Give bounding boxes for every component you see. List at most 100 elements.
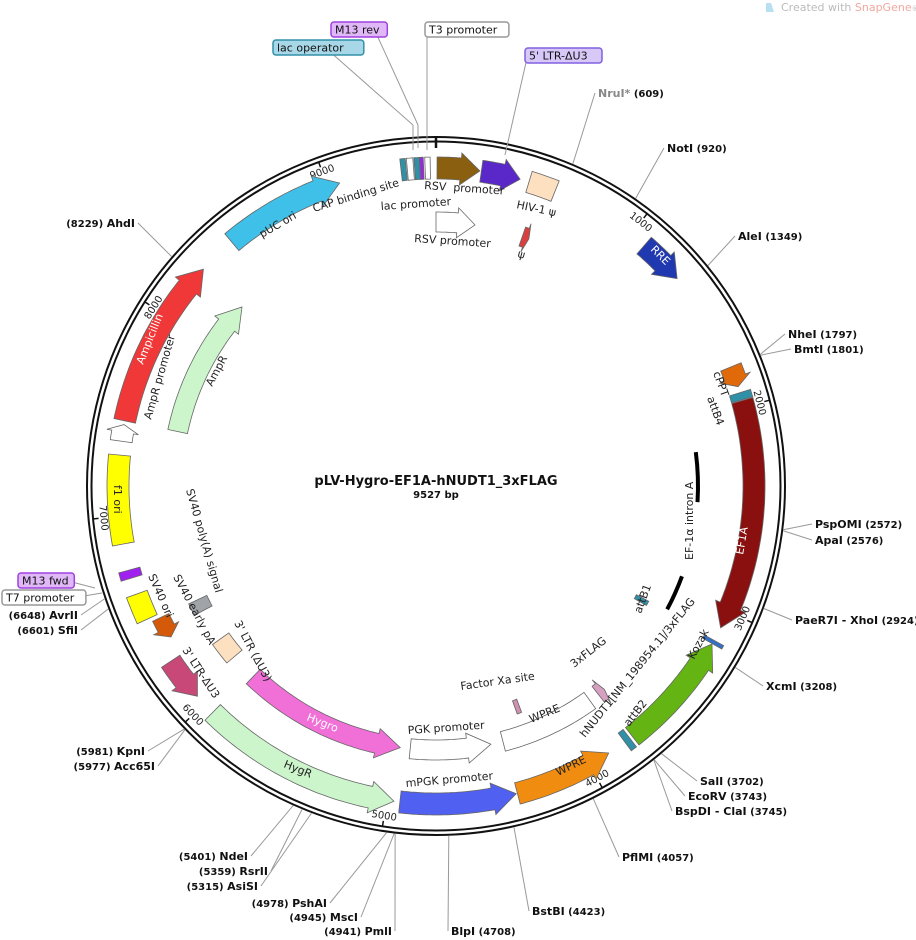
feature-ampicillin[interactable] — [113, 268, 204, 424]
site-asisi[interactable]: (5315) AsiSI — [187, 880, 258, 893]
plasmid-length: 9527 bp — [413, 490, 459, 501]
feature-m13-fwd-feat[interactable] — [118, 566, 143, 582]
site-sali[interactable]: SalI (3702) — [700, 775, 764, 788]
box-5-ltr-u3[interactable] — [524, 47, 603, 64]
site-apai[interactable]: ApaI (2576) — [815, 534, 883, 547]
feature-rre[interactable] — [636, 236, 678, 280]
site-noti[interactable]: NotI (920) — [667, 142, 727, 155]
feature-lac-promoter[interactable] — [405, 157, 415, 181]
enzyme-position: (8229) — [66, 219, 103, 230]
feature-pgk-promoter[interactable] — [408, 732, 492, 764]
site-leader-line — [592, 798, 620, 858]
feature-hiv1-psi[interactable] — [525, 170, 560, 202]
site-avrii[interactable]: (6648) AvrII — [9, 609, 78, 622]
site-rsrii[interactable]: (5359) RsrII — [199, 865, 268, 878]
feature-ef1a[interactable] — [715, 397, 766, 629]
feature-t3-feat[interactable] — [424, 156, 431, 180]
feature-rsv-promoter-outer[interactable] — [436, 152, 481, 186]
site-xcmi[interactable]: XcmI (3208) — [766, 680, 837, 693]
site-bstbi[interactable]: BstBI (4423) — [532, 905, 605, 918]
site-pspomi[interactable]: PspOMI (2572) — [815, 518, 902, 531]
site-pmli[interactable]: (4941) PmlI — [324, 925, 392, 938]
feature-cap-site[interactable] — [399, 157, 408, 182]
site-ndei[interactable]: (5401) NdeI — [179, 850, 248, 863]
feature-wpre-inner[interactable] — [499, 691, 597, 752]
enzyme-name: NdeI — [219, 850, 248, 863]
label-pgk-promoter[interactable]: PGK promoter — [407, 719, 485, 737]
feature-flag3[interactable] — [591, 679, 612, 704]
enzyme-position: (1801) — [827, 345, 864, 356]
label-3xflag[interactable]: 3xFLAG — [568, 634, 609, 670]
box-m13-fwd[interactable] — [17, 572, 76, 589]
site-leader-line — [137, 222, 173, 257]
box-t3-promoter[interactable] — [424, 21, 510, 38]
box-t7-promoter[interactable] — [1, 589, 87, 606]
box-m13-rev[interactable] — [330, 21, 389, 38]
enzyme-position: (1797) — [820, 330, 857, 341]
site-alei[interactable]: AleI (1349) — [738, 230, 802, 243]
site-acc65i[interactable]: (5977) Acc65I — [74, 760, 155, 773]
site-bspdi-clai[interactable]: BspDI - ClaI (3745) — [675, 805, 787, 818]
feature-lac-operator[interactable] — [413, 156, 421, 181]
site-ahdi[interactable]: (8229) AhdI — [66, 217, 135, 230]
feature-m13-rev-feat[interactable] — [419, 156, 425, 180]
site-paer7i-xhoi[interactable]: PaeR7I - XhoI (2924) — [795, 614, 916, 627]
enzyme-name: PmlI — [365, 925, 392, 938]
feature-ef1a-intron[interactable] — [693, 451, 700, 503]
feature-rsv-promoter-inner[interactable] — [435, 206, 476, 239]
site-pflmi[interactable]: PflMI (4057) — [622, 851, 694, 864]
label-lac-promoter[interactable]: lac promoter — [380, 195, 452, 213]
feature-attb2[interactable] — [617, 728, 638, 752]
label-attb1[interactable]: attB1 — [632, 582, 654, 615]
tick-mark — [746, 619, 753, 624]
label-factor-xa[interactable]: Factor Xa site — [460, 670, 536, 693]
feature-puc-ori[interactable] — [224, 175, 341, 252]
feature-hygr[interactable] — [204, 704, 395, 814]
feature-hygro[interactable] — [245, 668, 401, 759]
label-f1-ori[interactable]: f1 ori — [111, 485, 124, 514]
label-attb4[interactable]: attB4 — [704, 395, 726, 428]
site-kpni[interactable]: (5981) KpnI — [76, 745, 145, 758]
feature-cppt[interactable] — [718, 362, 752, 388]
label-rsv-promoter[interactable]: RSV promoter — [424, 179, 505, 198]
label-ef1a[interactable]: EF1A — [733, 525, 751, 555]
feature-attb4[interactable] — [729, 388, 754, 404]
site-leader-line — [760, 348, 792, 356]
site-msci[interactable]: (4945) MscI — [289, 911, 358, 924]
feature-ltr3-du3[interactable] — [160, 654, 198, 697]
feature-mpgk-promoter[interactable] — [398, 782, 517, 816]
feature-ltr5-du3[interactable] — [479, 158, 521, 192]
tick-mark — [764, 399, 770, 403]
site-sfii[interactable]: (6601) SfiI — [17, 624, 78, 637]
feature-factor-xa[interactable] — [511, 698, 523, 715]
box-label: 5' LTR-ΔU3 — [529, 50, 588, 63]
feature-wpre[interactable] — [514, 750, 610, 805]
feature-sv40-polya[interactable] — [188, 594, 213, 616]
feature-ampr-promoter[interactable] — [106, 424, 139, 444]
site-nhei[interactable]: NheI (1797) — [788, 328, 857, 341]
feature-ef1a-intron[interactable] — [665, 575, 684, 611]
label-sv40-polya[interactable]: SV40 poly(A) signal — [183, 487, 225, 594]
feature-attb1[interactable] — [633, 594, 650, 607]
feature-ampr[interactable] — [167, 306, 243, 435]
box-lac-operator[interactable] — [272, 39, 365, 56]
site-leader-line — [653, 759, 686, 797]
feature-hnudt1[interactable] — [624, 643, 714, 746]
features-layer — [106, 152, 766, 816]
feature-ltr3-du3-inner[interactable] — [211, 632, 243, 664]
label-mpgk-promoter[interactable]: mPGK promoter — [405, 769, 494, 790]
site-pshai[interactable]: (4978) PshAI — [252, 897, 327, 910]
feature-kozak[interactable] — [702, 634, 725, 650]
label-psi[interactable]: ψ — [516, 247, 526, 261]
feature-psi[interactable] — [518, 223, 532, 253]
label-ef1a-intron[interactable]: EF-1α intron A — [683, 481, 696, 560]
site-ecorv[interactable]: EcoRV (3743) — [688, 790, 767, 803]
site-bmti[interactable]: BmtI (1801) — [794, 343, 864, 356]
label-rsv-promoter-inner[interactable]: RSV promoter — [414, 232, 492, 250]
site-leader-line — [735, 667, 764, 687]
site-blpi[interactable]: BlpI (4708) — [451, 925, 516, 938]
site-nrui-[interactable]: NruI* (609) — [598, 87, 664, 100]
feature-sv40-early-pa[interactable] — [152, 612, 180, 638]
feature-sv40-ori[interactable] — [125, 589, 158, 625]
feature-f1-ori[interactable] — [106, 453, 135, 547]
